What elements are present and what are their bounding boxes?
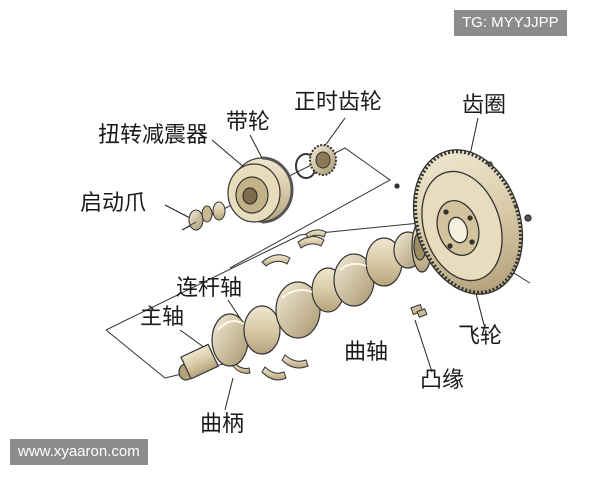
belt-pulley-part [227, 156, 294, 224]
timing-gear-part [295, 144, 337, 179]
label-crank-web: 曲柄 [200, 412, 245, 437]
label-starting-claw: 启动爪 [80, 191, 147, 216]
watermark-site: www.xyaaron.com [10, 439, 148, 465]
label-ring-gear: 齿圈 [462, 93, 507, 118]
bearing-shells [231, 229, 327, 381]
label-torsional-damper: 扭转减震器 [98, 123, 209, 148]
label-belt-pulley: 带轮 [226, 110, 271, 135]
watermark-top: TG: MYYJJPP [454, 10, 567, 36]
label-crankshaft: 曲轴 [344, 340, 389, 365]
label-timing-gear: 正时齿轮 [294, 90, 383, 115]
label-main-journal: 主轴 [140, 305, 185, 330]
flywheel-part [394, 149, 532, 295]
starting-claw-part [181, 201, 226, 231]
label-crankpin: 连杆轴 [176, 276, 243, 301]
label-flywheel: 飞轮 [458, 324, 503, 349]
flange-bolts [410, 303, 428, 318]
label-flange: 凸缘 [420, 368, 465, 393]
